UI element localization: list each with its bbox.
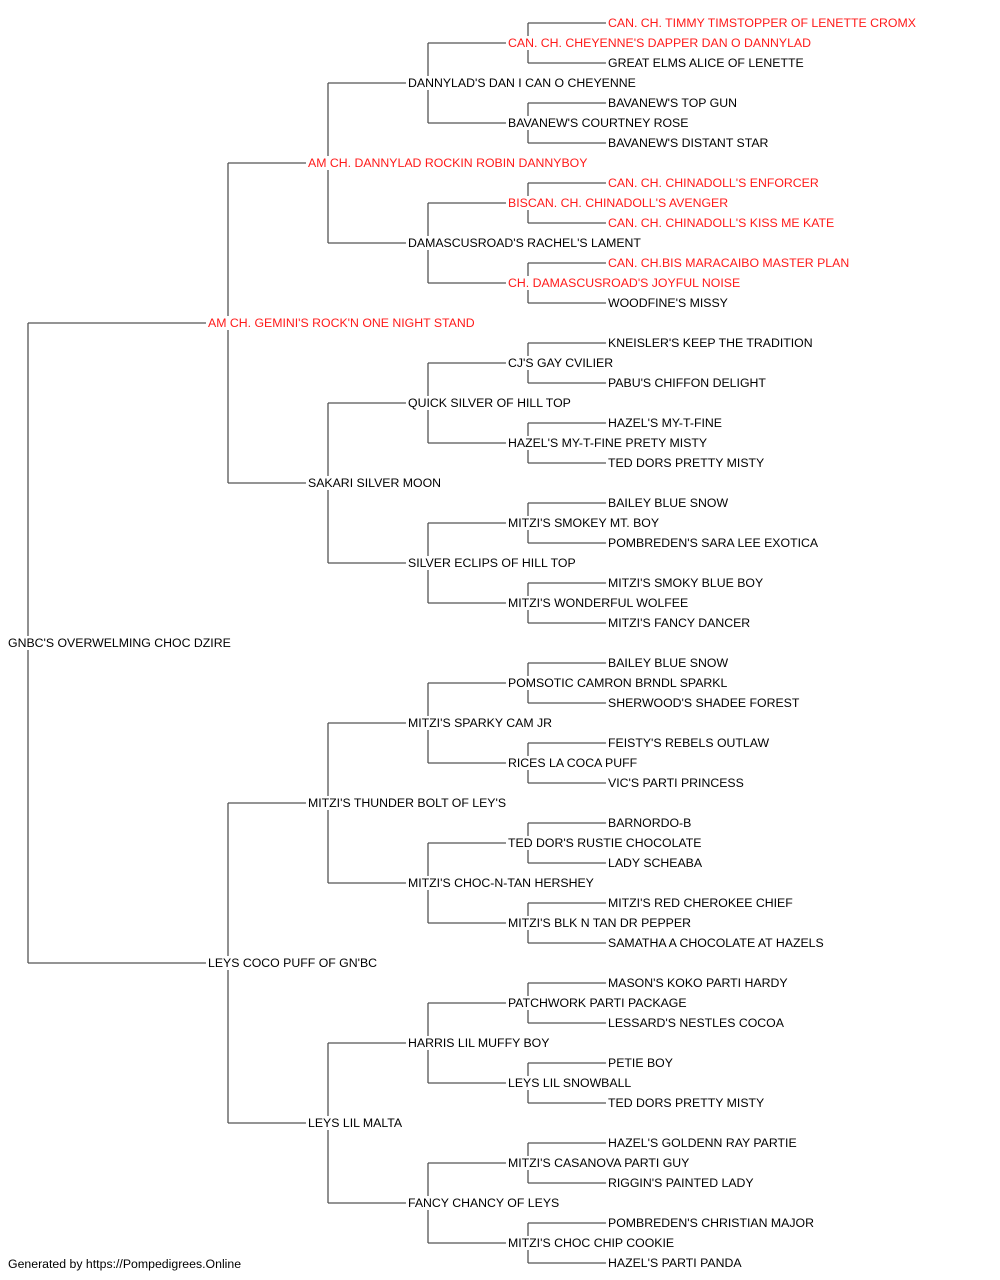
gen2-dam-name: LEYS LIL MALTA [308,1116,405,1130]
gen5-sire-name: BAILEY BLUE SNOW [608,496,731,510]
gen4-sire-name: MITZI'S CASANOVA PARTI GUY [508,1156,692,1170]
gen5-sire-name: MITZI'S SMOKY BLUE BOY [608,576,766,590]
gen5-dam-name: SAMATHA A CHOCOLATE AT HAZELS [608,936,826,950]
gen2-dam-name: SAKARI SILVER MOON [308,476,444,490]
gen4-sire-name: BISCAN. CH. CHINADOLL'S AVENGER [508,196,731,210]
gen5-dam-name: RIGGIN'S PAINTED LADY [608,1176,756,1190]
gen5-sire-name: MASON'S KOKO PARTI HARDY [608,976,790,990]
gen3-sire-name: QUICK SILVER OF HILL TOP [408,396,573,410]
gen4-dam-name: RICES LA COCA PUFF [508,756,640,770]
gen4-dam-name: MITZI'S WONDERFUL WOLFEE [508,596,691,610]
gen5-dam-name: HAZEL'S PARTI PANDA [608,1256,744,1270]
gen5-dam-name: GREAT ELMS ALICE OF LENETTE [608,56,806,70]
gen4-sire-name: CJ'S GAY CVILIER [508,356,616,370]
gen5-sire-name: POMBREDEN'S CHRISTIAN MAJOR [608,1216,816,1230]
gen5-sire-name: HAZEL'S MY-T-FINE [608,416,724,430]
gen5-dam-name: VIC'S PARTI PRINCESS [608,776,746,790]
gen5-sire-name: BARNORDO-B [608,816,694,830]
gen4-dam-name: LEYS LIL SNOWBALL [508,1076,634,1090]
gen5-sire-name: FEISTY'S REBELS OUTLAW [608,736,772,750]
gen5-dam-name: PABU'S CHIFFON DELIGHT [608,376,768,390]
gen4-sire-name: TED DOR'S RUSTIE CHOCOLATE [508,836,704,850]
gen5-sire-name: CAN. CH.BIS MARACAIBO MASTER PLAN [608,256,852,270]
gen5-dam-name: TED DORS PRETTY MISTY [608,456,767,470]
gen4-dam-name: MITZI'S BLK N TAN DR PEPPER [508,916,693,930]
gen1-sire-name: AM CH. GEMINI'S ROCK'N ONE NIGHT STAND [208,316,477,330]
gen5-dam-name: BAVANEW'S DISTANT STAR [608,136,771,150]
gen4-dam-name: MITZI'S CHOC CHIP COOKIE [508,1236,677,1250]
gen2-sire-name: AM CH. DANNYLAD ROCKIN ROBIN DANNYBOY [308,156,590,170]
gen5-sire-name: BAVANEW'S TOP GUN [608,96,739,110]
gen5-dam-name: WOODFINE'S MISSY [608,296,730,310]
gen5-sire-name: KNEISLER'S KEEP THE TRADITION [608,336,815,350]
gen5-dam-name: POMBREDEN'S SARA LEE EXOTICA [608,536,821,550]
gen5-sire-name: CAN. CH. TIMMY TIMSTOPPER OF LENETTE CRO… [608,16,918,30]
gen2-sire-name: MITZI'S THUNDER BOLT OF LEY'S [308,796,509,810]
gen3-sire-name: DANNYLAD'S DAN I CAN O CHEYENNE [408,76,638,90]
gen4-dam-name: HAZEL'S MY-T-FINE PRETY MISTY [508,436,710,450]
gen4-sire-name: CAN. CH. CHEYENNE'S DAPPER DAN O DANNYLA… [508,36,813,50]
gen5-sire-name: HAZEL'S GOLDENN RAY PARTIE [608,1136,799,1150]
gen3-dam-name: MITZI'S CHOC-N-TAN HERSHEY [408,876,596,890]
gen5-dam-name: LADY SCHEABA [608,856,705,870]
gen5-dam-name: CAN. CH. CHINADOLL'S KISS ME KATE [608,216,837,230]
gen1-dam-name: LEYS COCO PUFF OF GN'BC [208,956,380,970]
gen5-dam-name: MITZI'S FANCY DANCER [608,616,753,630]
gen5-sire-name: CAN. CH. CHINADOLL'S ENFORCER [608,176,821,190]
gen5-dam-name: LESSARD'S NESTLES COCOA [608,1016,786,1030]
gen5-sire-name: MITZI'S RED CHEROKEE CHIEF [608,896,795,910]
gen4-sire-name: PATCHWORK PARTI PACKAGE [508,996,689,1010]
gen4-dam-name: CH. DAMASCUSROAD'S JOYFUL NOISE [508,276,743,290]
gen4-dam-name: BAVANEW'S COURTNEY ROSE [508,116,691,130]
gen5-dam-name: TED DORS PRETTY MISTY [608,1096,767,1110]
generated-by-footer: Generated by https://Pompedigrees.Online [8,1257,242,1271]
gen3-sire-name: HARRIS LIL MUFFY BOY [408,1036,552,1050]
gen4-sire-name: POMSOTIC CAMRON BRNDL SPARKL [508,676,730,690]
gen3-dam-name: FANCY CHANCY OF LEYS [408,1196,562,1210]
gen5-sire-name: BAILEY BLUE SNOW [608,656,731,670]
gen3-dam-name: DAMASCUSROAD'S RACHEL'S LAMENT [408,236,643,250]
gen3-dam-name: SILVER ECLIPS OF HILL TOP [408,556,578,570]
gen5-dam-name: SHERWOOD'S SHADEE FOREST [608,696,802,710]
gen3-sire-name: MITZI'S SPARKY CAM JR [408,716,555,730]
subject-name: GNBC'S OVERWELMING CHOC DZIRE [8,636,233,650]
gen4-sire-name: MITZI'S SMOKEY MT. BOY [508,516,662,530]
gen5-sire-name: PETIE BOY [608,1056,675,1070]
